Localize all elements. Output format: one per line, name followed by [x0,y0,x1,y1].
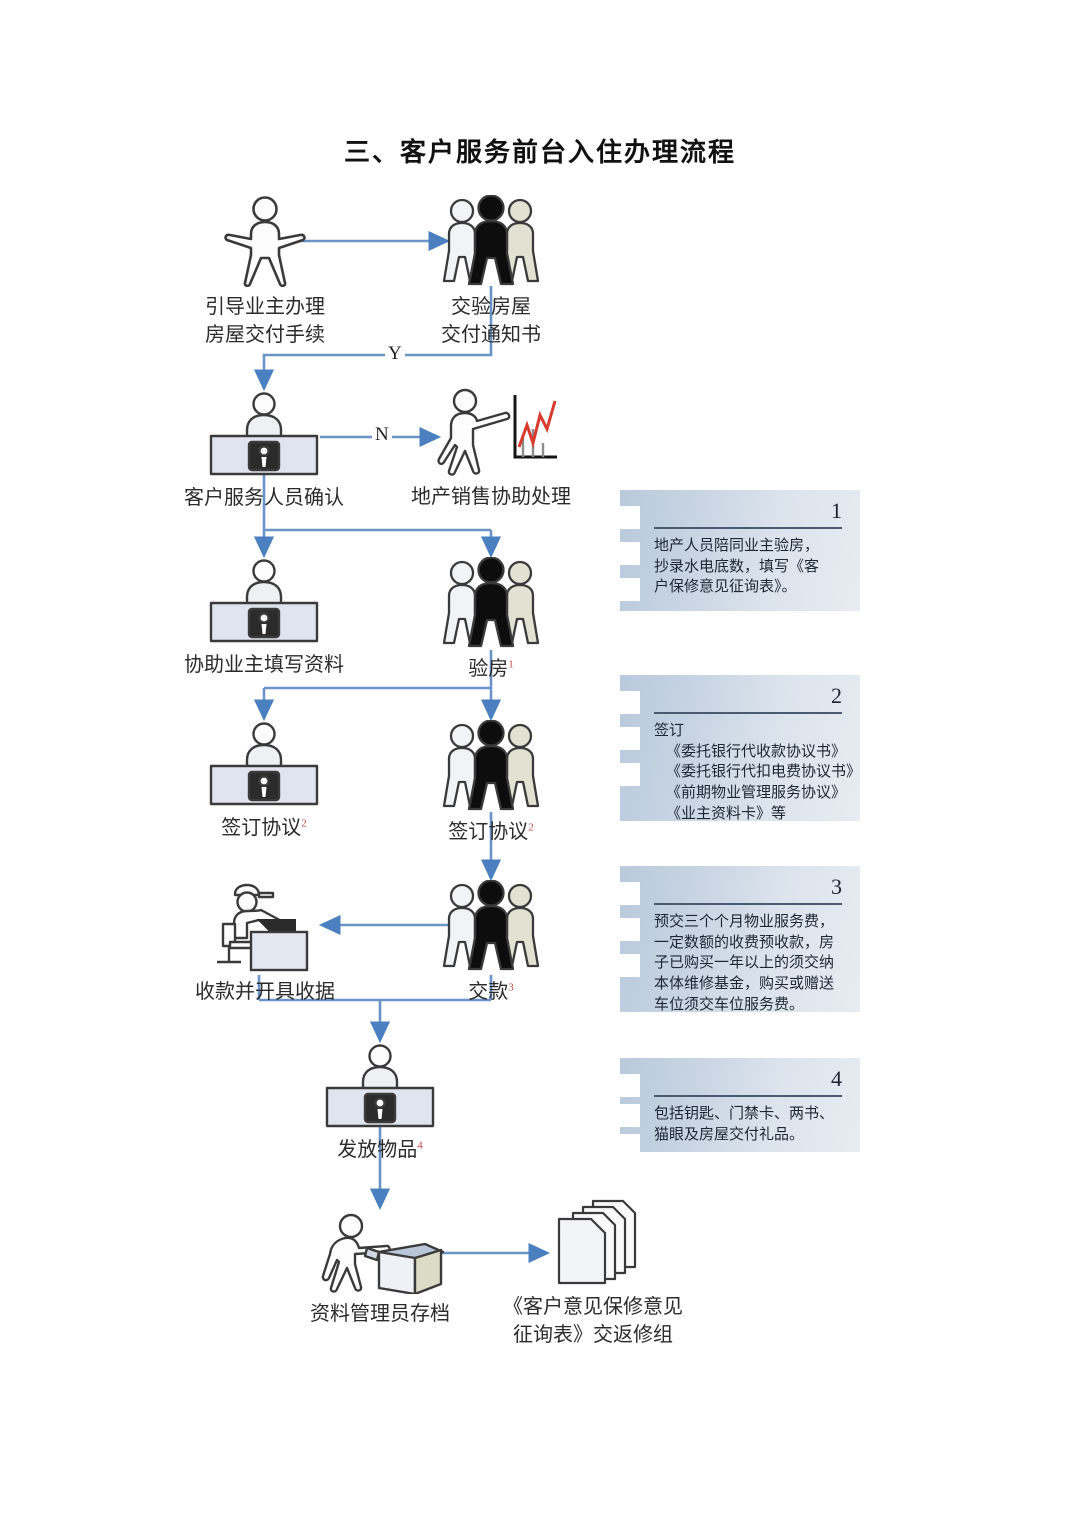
note-number: 2 [831,683,842,708]
note-notch [620,1074,640,1097]
three-people-group-icon [406,879,576,977]
node-label: 《客户意见保修意见 [503,1296,683,1318]
note-body: 包括钥匙、门禁卡、两书、 猫眼及房屋交付礼品。 [654,1106,835,1143]
three-people-group-icon [406,194,576,292]
node-label-line2: 房屋交付手续 [205,323,325,346]
note-notch [620,763,640,786]
note-ref-superscript: 2 [528,821,534,834]
three-people-group-icon [406,719,576,817]
note-body: 预交三个个月物业服务费， 一定数额的收费预收款，房 子已购买一年以上的须交纳 本… [654,914,835,1013]
node-assist-fill-form[interactable]: 协助业主填写资料 [174,559,354,678]
node-label: 地产销售协助处理 [411,486,571,508]
node-collect-payment[interactable]: 收款并开具收据 [170,880,360,1005]
sales-chart-person-icon [398,385,584,482]
note-notch [620,1134,640,1157]
node-inspect-house[interactable]: 验房1 [406,556,576,682]
node-label-line2: 征询表》交返修组 [513,1323,673,1346]
cashier-desk-icon [170,880,360,977]
note-card-4: 4 包括钥匙、门禁卡、两书、 猫眼及房屋交付礼品。 [620,1058,860,1157]
node-sign-agreement-staff[interactable]: 签订协议2 [174,722,354,841]
node-label: 协助业主填写资料 [184,654,344,676]
branch-label-yes: Y [385,343,405,365]
node-sales-assist[interactable]: 地产销售协助处理 [398,385,584,510]
service-desk-icon [174,392,354,483]
note-notch [620,727,640,750]
note-ref-superscript: 2 [301,817,307,830]
branch-label-no: N [372,424,392,446]
note-ref-superscript: 3 [508,981,514,994]
node-label: 交验房屋 [451,296,531,318]
node-label: 签订协议2 [221,817,307,839]
note-divider [654,712,842,714]
page-title: 三、客户服务前台入住办理流程 [343,138,736,167]
note-ref-superscript: 1 [508,658,514,671]
note-notch [620,918,640,941]
node-guide-owner[interactable]: 引导业主办理 房屋交付手续 [180,195,350,347]
note-notch [620,506,640,529]
note-notch [620,691,640,714]
note-ref-superscript: 4 [417,1139,423,1152]
note-body: 地产人员陪同业主验房， 抄录水电底数，填写《客 户保修意见征询表》。 [654,538,820,596]
note-number: 4 [831,1066,842,1091]
note-notch [620,542,640,565]
node-label: 验房1 [468,658,514,680]
node-label: 发放物品4 [337,1139,423,1161]
node-label: 签订协议2 [448,821,534,843]
service-desk-icon [174,722,354,813]
node-issue-items[interactable]: 发放物品4 [290,1044,470,1163]
note-divider [654,903,842,905]
node-label: 交款3 [468,981,514,1003]
note-divider [654,527,842,529]
node-label: 资料管理员存档 [310,1303,450,1325]
note-card-1: 1 地产人员陪同业主验房， 抄录水电底数，填写《客 户保修意见征询表》。 [620,490,860,611]
note-number: 1 [831,498,842,523]
note-card-2: 2 签订 《委托银行代收款协议书》 《委托银行代扣电费协议书》 《前期物业管理服… [620,675,862,822]
note-divider [654,1095,842,1097]
note-body: 签订 《委托银行代收款协议书》 《委托银行代扣电费协议书》 《前期物业管理服务协… [654,723,862,822]
node-pay-fee[interactable]: 交款3 [406,879,576,1005]
three-people-group-icon [406,556,576,654]
node-sign-agreement-owner[interactable]: 签订协议2 [406,719,576,845]
service-desk-icon [174,559,354,650]
node-feedback-form[interactable]: 《客户意见保修意见 征询表》交返修组 [478,1195,708,1347]
node-archive-records[interactable]: 资料管理员存档 [288,1208,472,1327]
note-notch [620,578,640,601]
node-label: 客户服务人员确认 [184,487,344,509]
node-label: 引导业主办理 [205,296,325,318]
note-number: 3 [831,874,842,899]
note-notch [620,1104,640,1127]
node-deliver-notice[interactable]: 交验房屋 交付通知书 [406,194,576,347]
node-label: 收款并开具收据 [195,981,335,1003]
service-desk-icon [290,1044,470,1135]
note-notch [620,882,640,905]
document-stack-icon [478,1195,708,1292]
node-cs-confirm[interactable]: 客户服务人员确认 [174,392,354,511]
archive-box-person-icon [288,1208,472,1299]
note-card-3: 3 预交三个个月物业服务费， 一定数额的收费预收款，房 子已购买一年以上的须交纳… [620,866,860,1013]
note-notch [620,954,640,977]
node-label-line2: 交付通知书 [441,323,541,346]
single-person-icon [180,195,350,292]
